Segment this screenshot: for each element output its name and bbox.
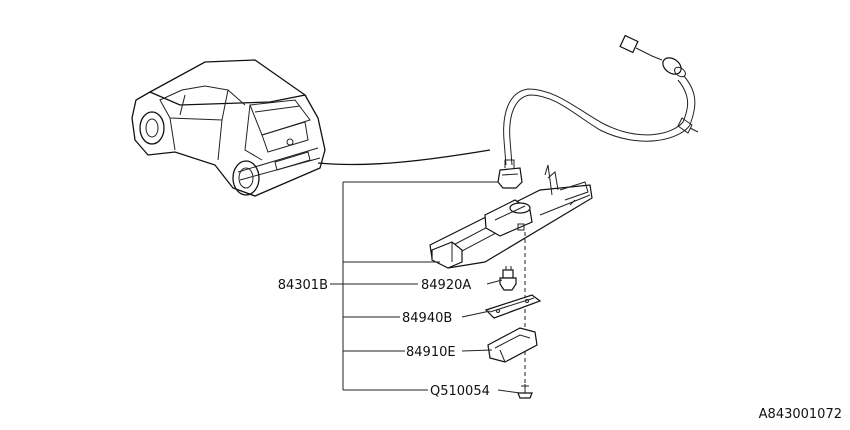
diagram-id: A843001072 bbox=[759, 407, 842, 422]
housing-drawing bbox=[487, 327, 538, 363]
label-lens: 84940B bbox=[402, 311, 452, 326]
lamp-assembly-drawing bbox=[429, 164, 593, 269]
vehicle-illustration bbox=[131, 59, 326, 197]
lens-drawing bbox=[484, 294, 542, 319]
label-bulb: 84920A bbox=[421, 278, 471, 293]
bulb-drawing bbox=[499, 266, 517, 291]
bulb-socket bbox=[497, 159, 523, 189]
wiring-harness bbox=[503, 34, 699, 166]
location-pointer-line bbox=[317, 149, 491, 166]
label-screw: Q510054 bbox=[430, 384, 490, 399]
screw-drawing bbox=[517, 384, 533, 399]
label-housing: 84910E bbox=[406, 345, 456, 360]
label-assembly: 84301B bbox=[278, 278, 328, 293]
callout-lines bbox=[330, 181, 521, 394]
